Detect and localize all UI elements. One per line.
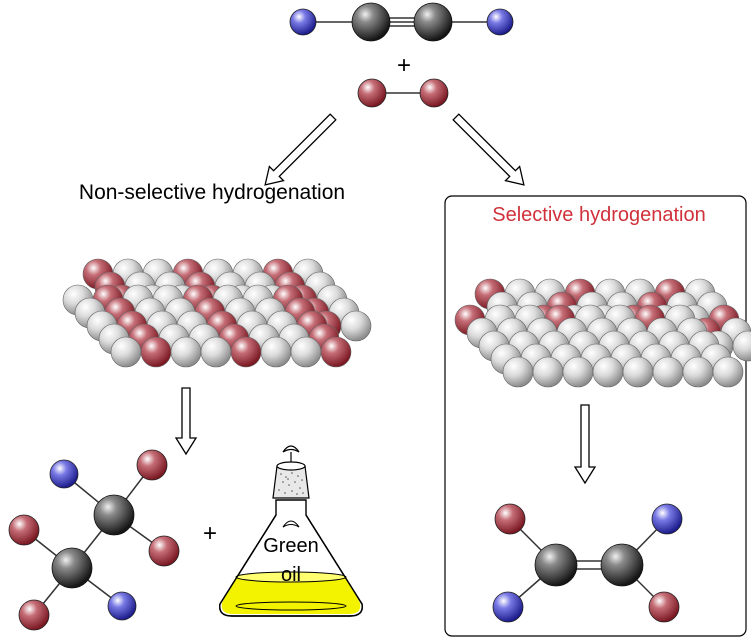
selective-catalyst-surface [454, 278, 751, 388]
arrow-down-right [573, 404, 597, 485]
surface-metal-atom [502, 356, 534, 388]
green-oil-flask [219, 445, 363, 617]
surface-metal-atom [110, 336, 142, 368]
adsorbed-hydrogen-atom [320, 336, 352, 368]
selective-box [444, 195, 747, 637]
surface-metal-atom [260, 336, 292, 368]
surface-metal-atom [732, 330, 751, 362]
surface-metal-atom [170, 336, 202, 368]
surface-metal-atom [592, 356, 624, 388]
non-selective-label: Non-selective hydrogenation [79, 181, 345, 204]
adsorbed-hydrogen-atom [140, 336, 172, 368]
arrow-down-left [174, 387, 198, 456]
surface-metal-atom [340, 310, 372, 342]
non-selective-catalyst-surface [62, 258, 372, 368]
alkane-molecule [8, 449, 180, 631]
plus-sign-top: + [397, 52, 411, 79]
surface-metal-atom [652, 356, 684, 388]
surface-metal-atom [622, 356, 654, 388]
flask-label-green: Green [263, 535, 319, 557]
surface-metal-atom [532, 356, 564, 388]
alkene-molecule [492, 503, 683, 623]
surface-metal-atom [562, 356, 594, 388]
arrow-to-selective [452, 113, 525, 186]
alkyne-molecule [289, 2, 514, 42]
surface-metal-atom [712, 356, 744, 388]
surface-metal-atom [200, 336, 232, 368]
adsorbed-hydrogen-atom [230, 336, 262, 368]
flask-label-oil: oil [281, 564, 301, 586]
surface-metal-atom [290, 336, 322, 368]
arrow-to-non-selective [264, 113, 337, 186]
selective-label: Selective hydrogenation [492, 204, 705, 226]
surface-metal-atom [682, 356, 714, 388]
hydrogen-molecule [357, 78, 449, 108]
plus-sign-bottom: + [203, 520, 217, 547]
